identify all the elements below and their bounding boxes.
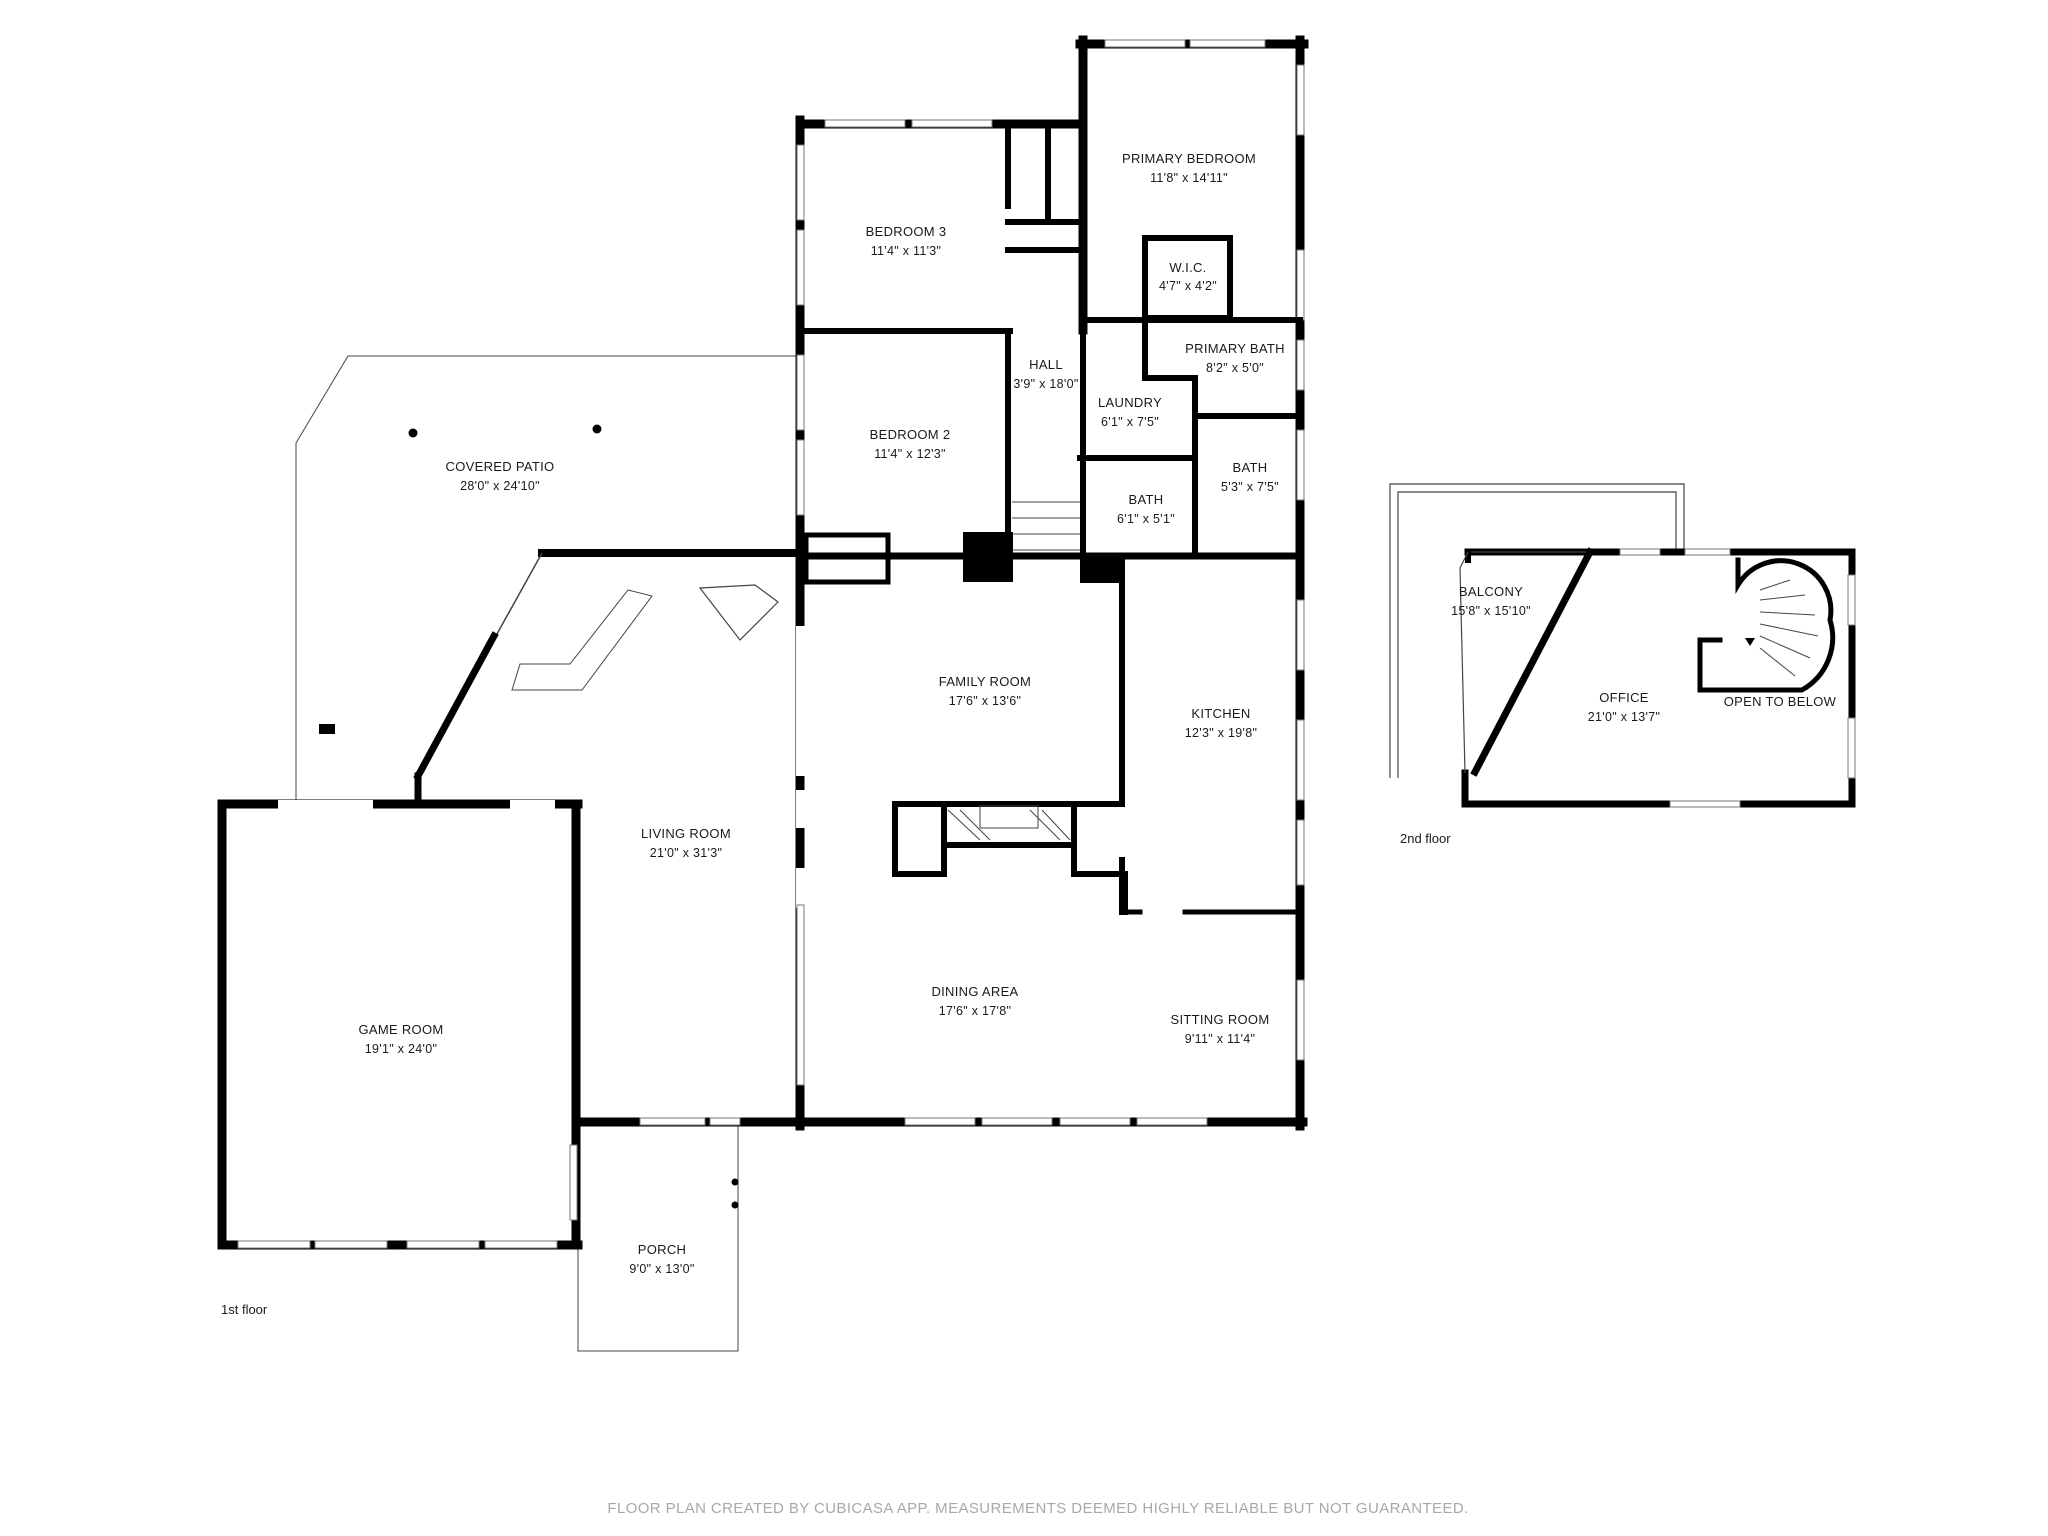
covered-patio-dim: 28'0" x 24'10" xyxy=(460,479,540,493)
hall-name: HALL xyxy=(1029,357,1063,372)
kitchen-name: KITCHEN xyxy=(1191,706,1250,721)
porch-name: PORCH xyxy=(638,1242,686,1257)
wic-dim: 4'7" x 4'2" xyxy=(1159,279,1217,293)
hall-dim: 3'9" x 18'0" xyxy=(1013,377,1078,391)
primary-bedroom-dim: 11'8" x 14'11" xyxy=(1150,171,1228,185)
main-house-walls xyxy=(413,35,1309,1131)
porch-outline xyxy=(577,1118,739,1352)
game-room-name: GAME ROOM xyxy=(358,1022,443,1037)
dining-area-dim: 17'6" x 17'8" xyxy=(939,1004,1011,1018)
second-floor xyxy=(1389,483,1856,808)
dining-area-name: DINING AREA xyxy=(931,984,1018,999)
porch-dim: 9'0" x 13'0" xyxy=(629,1262,694,1276)
family-room-dim: 17'6" x 13'6" xyxy=(949,694,1021,708)
room-labels: PRIMARY BEDROOM 11'8" x 14'11" BEDROOM 3… xyxy=(358,151,1836,1276)
living-room-dim: 21'0" x 31'3" xyxy=(650,846,722,860)
family-room-name: FAMILY ROOM xyxy=(939,674,1031,689)
game-room-dim: 19'1" x 24'0" xyxy=(365,1042,437,1056)
hall-stairs xyxy=(1012,501,1080,551)
open-to-below-stair xyxy=(1697,557,1836,693)
bedroom-2-dim: 11'4" x 12'3" xyxy=(874,447,946,461)
footer-disclaimer: FLOOR PLAN CREATED BY CUBICASA APP. MEAS… xyxy=(607,1500,1468,1517)
bath-small-dim: 5'3" x 7'5" xyxy=(1221,480,1279,494)
balcony-dim: 15'8" x 15'10" xyxy=(1451,604,1531,618)
covered-patio-outline xyxy=(295,355,801,800)
living-room-feature xyxy=(511,584,779,691)
bath-small-name: BATH xyxy=(1233,460,1268,475)
primary-bedroom-name: PRIMARY BEDROOM xyxy=(1122,151,1256,166)
bedroom-3-dim: 11'4" x 11'3" xyxy=(871,244,942,258)
bath-name: BATH xyxy=(1129,492,1164,507)
fireplace xyxy=(892,801,1128,915)
primary-bath-dim: 8'2" x 5'0" xyxy=(1206,361,1264,375)
kitchen-dim: 12'3" x 19'8" xyxy=(1185,726,1257,740)
bedroom-3-name: BEDROOM 3 xyxy=(866,224,947,239)
second-floor-label: 2nd floor xyxy=(1400,831,1451,846)
sitting-room-name: SITTING ROOM xyxy=(1171,1012,1270,1027)
office-dim: 21'0" x 13'7" xyxy=(1588,710,1660,724)
primary-bath-name: PRIMARY BATH xyxy=(1185,341,1285,356)
living-room-name: LIVING ROOM xyxy=(641,826,731,841)
balcony-name: BALCONY xyxy=(1459,584,1523,599)
wic-name: W.I.C. xyxy=(1169,260,1206,275)
first-floor-label: 1st floor xyxy=(221,1302,268,1317)
bath-dim: 6'1" x 5'1" xyxy=(1117,512,1175,526)
bedroom-2-name: BEDROOM 2 xyxy=(870,427,951,442)
covered-patio-name: COVERED PATIO xyxy=(446,459,555,474)
sitting-room-dim: 9'11" x 11'4" xyxy=(1185,1032,1256,1046)
office-name: OFFICE xyxy=(1599,690,1648,705)
open-to-below-label: OPEN TO BELOW xyxy=(1724,694,1837,709)
laundry-name: LAUNDRY xyxy=(1098,395,1162,410)
laundry-dim: 6'1" x 7'5" xyxy=(1101,415,1159,429)
interior-walls xyxy=(796,121,1304,915)
